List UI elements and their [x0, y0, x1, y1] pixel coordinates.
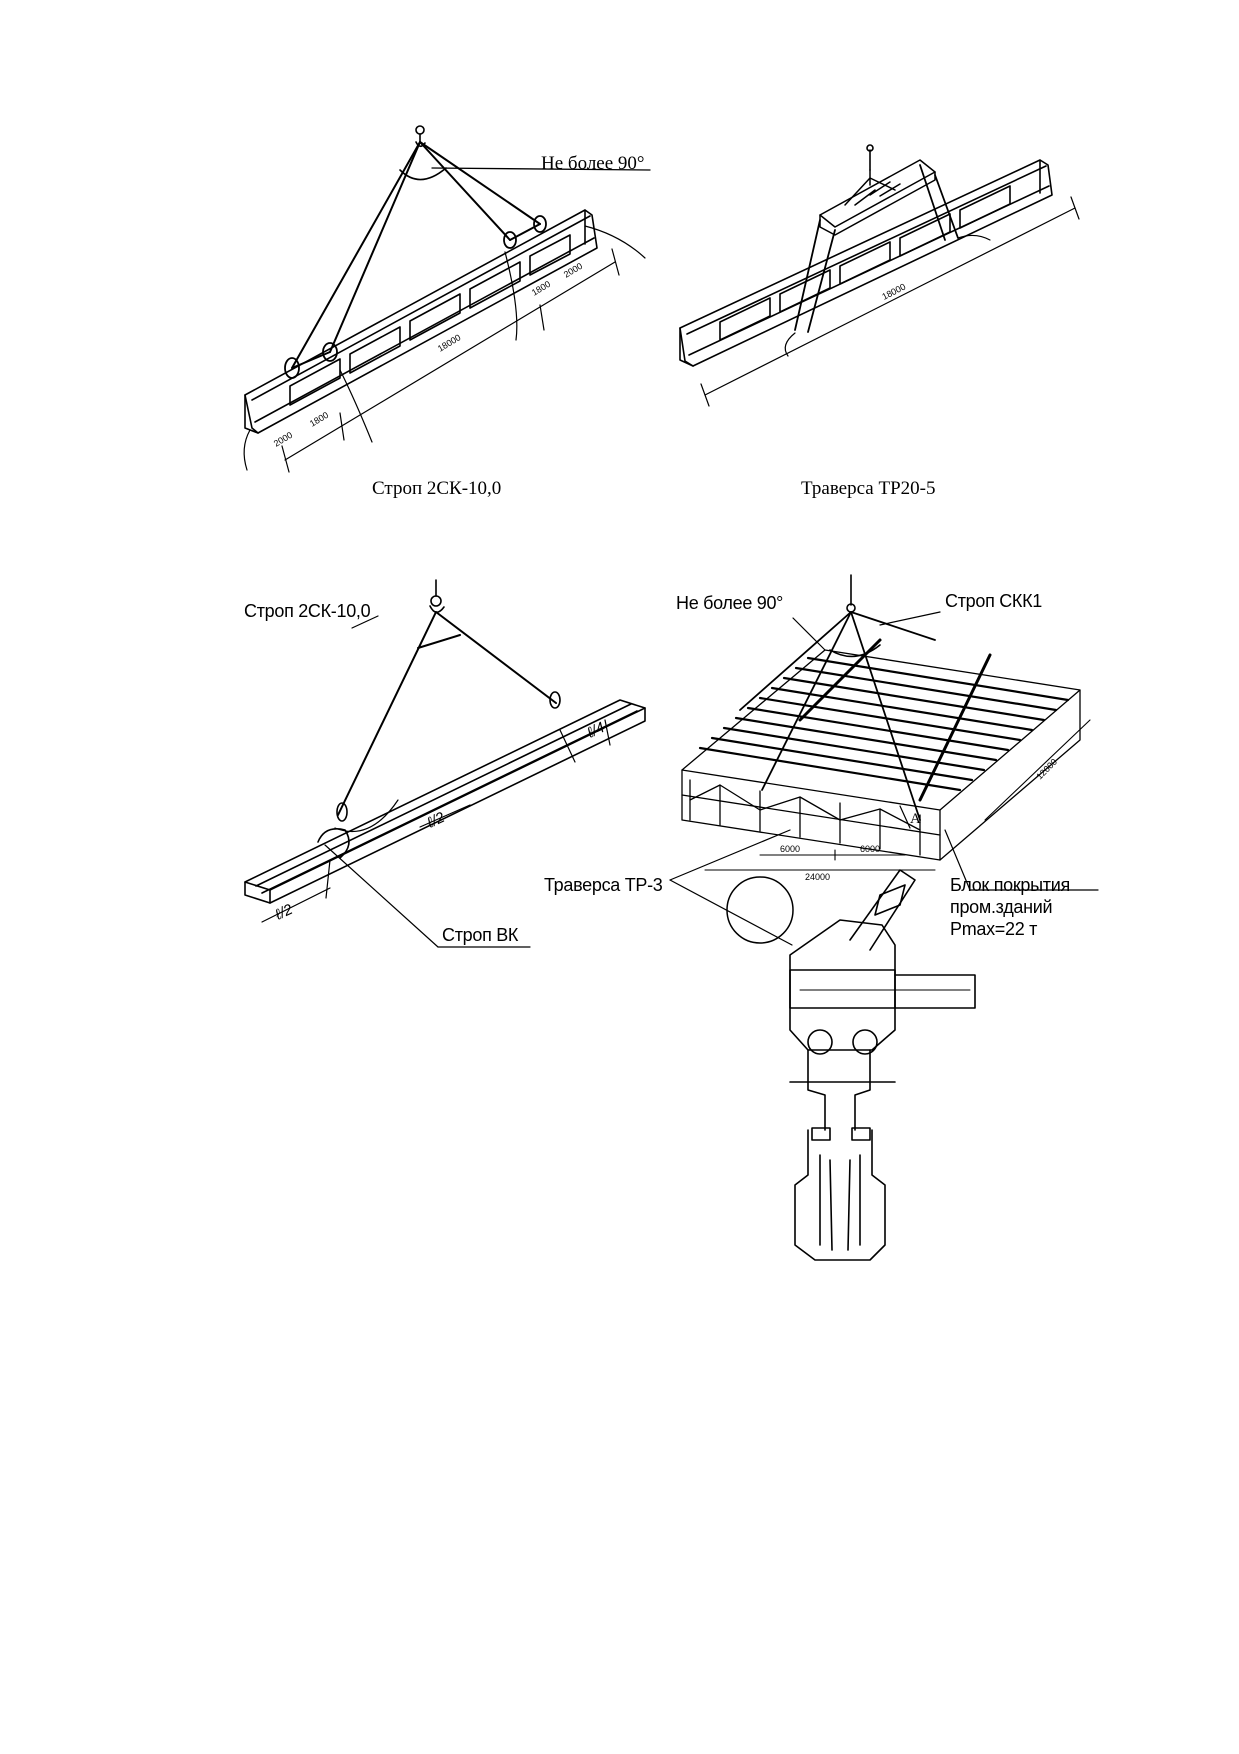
block-label-line-3: Pmax=22 т: [950, 919, 1038, 939]
angle-note-panel-4: Не более 90°: [676, 593, 784, 613]
angle-arc-4: [829, 644, 881, 658]
caption-panel-1: Строп 2СК-10,0: [372, 478, 502, 499]
dim-24000: 24000: [805, 872, 830, 882]
leader-angle-4: [792, 617, 826, 651]
dim-2000-a: 2000: [272, 430, 294, 449]
lattice-beam-2: [679, 159, 1053, 367]
dim-18000: 18000: [436, 332, 463, 353]
block-label-line-2: пром.зданий: [950, 897, 1053, 917]
sling-label-panel-3: Строп 2СК-10,0: [244, 601, 371, 621]
dimension-lines-4: [704, 719, 1091, 871]
traverse-tr20-5: [819, 159, 936, 236]
detail-a-traverse: [789, 869, 976, 1261]
dim-2000-b: 2000: [562, 261, 584, 280]
roof-ribs-4: [698, 656, 1070, 792]
traverse-slings-2: [794, 164, 959, 333]
leader-2sk-3: [351, 615, 379, 629]
traverse-tr3-label-panel-4: Траверса ТР-3: [544, 875, 663, 895]
crane-hook-2: [866, 144, 874, 171]
sling-skk1-label-panel-4: Строп СКК1: [945, 591, 1042, 611]
panel-2-beam-with-traverse: 18000: [679, 144, 1080, 407]
crane-hook-4: [846, 574, 856, 613]
dim-1800-a: 1800: [308, 410, 330, 429]
guy-ropes-1: [243, 225, 646, 471]
dim-l2-b: ℓ/2: [272, 901, 296, 924]
leader-vk-3: [324, 844, 439, 948]
sling-legs-3: [337, 611, 557, 816]
dim-6000-a: 6000: [780, 844, 800, 854]
leader-skk1-4: [879, 611, 941, 626]
dimension-line-2: [700, 196, 1080, 407]
i-beam-3: [244, 699, 646, 904]
angle-leader-1: [431, 167, 651, 171]
caption-panel-2: Траверса ТР20-5: [801, 478, 936, 499]
leader-block: [944, 829, 971, 891]
sling-legs-4: [739, 611, 936, 821]
leader-tr3-a: [669, 829, 791, 881]
dim-l4: ℓ/4: [584, 719, 608, 742]
dim-l2-a: ℓ/2: [424, 809, 448, 832]
block-label-line-1: Блок покрытия: [950, 875, 1070, 895]
dimension-ticks-3: [261, 719, 611, 923]
angle-note-panel-1: Не более 90°: [541, 153, 645, 174]
leader-tr3-b: [669, 879, 793, 946]
dim-1800-b: 1800: [530, 279, 552, 298]
crane-hook-3: [429, 579, 445, 614]
dim-18000-2: 18000: [880, 282, 907, 302]
panel-1-beam-with-sling: 2000 1800 18000 1800 2000: [243, 125, 651, 473]
roof-block-4: [681, 649, 1081, 861]
detail-callout-circle: [726, 876, 794, 944]
detail-marker-a: А: [910, 811, 921, 827]
guy-ropes-2: [784, 234, 991, 357]
dimension-line-1: [281, 248, 620, 473]
panel-3-beam-with-sling: ℓ/2 ℓ/2 ℓ/4: [244, 579, 646, 948]
lattice-beam-1: [244, 209, 598, 434]
panel-4-roof-block: 6000 6000 24000 12000: [669, 574, 1099, 1261]
sling-vk-label-panel-3: Строп ВК: [442, 925, 519, 945]
dim-6000-b: 6000: [860, 844, 880, 854]
